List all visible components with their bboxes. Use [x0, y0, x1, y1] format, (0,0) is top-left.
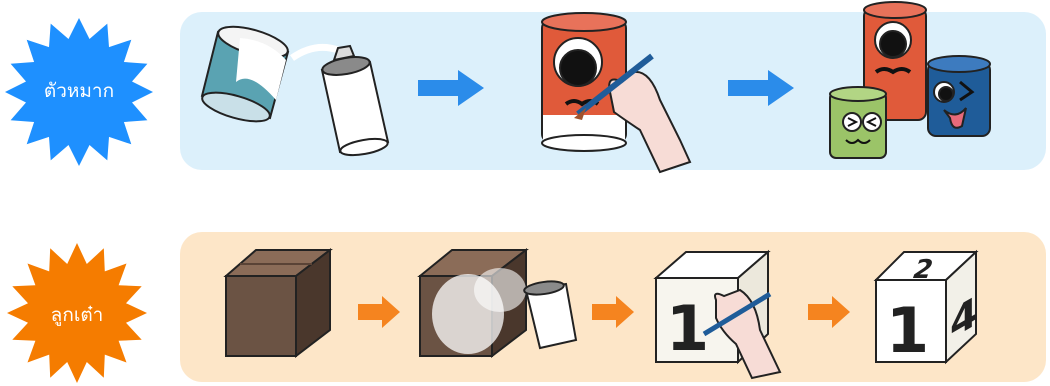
paint-dice-icon: 1: [656, 252, 780, 378]
finished-pieces-icon: [830, 2, 990, 158]
paint-can-icon: [199, 21, 338, 128]
arrow-icon: [592, 296, 634, 328]
spray-can-icon: [321, 46, 389, 158]
spray-box-icon: [420, 250, 576, 356]
arrow-icon: [728, 70, 794, 106]
draw-face-icon: [542, 13, 690, 172]
arrow-icon: [358, 296, 400, 328]
arrow-icon: [808, 296, 850, 328]
dice-face-one: 1: [886, 294, 929, 367]
dice-number-one: 1: [666, 292, 709, 365]
finished-dice-icon: 1 2 4: [876, 252, 978, 367]
cardboard-box-icon: [226, 250, 330, 356]
arrow-icon: [418, 70, 484, 106]
